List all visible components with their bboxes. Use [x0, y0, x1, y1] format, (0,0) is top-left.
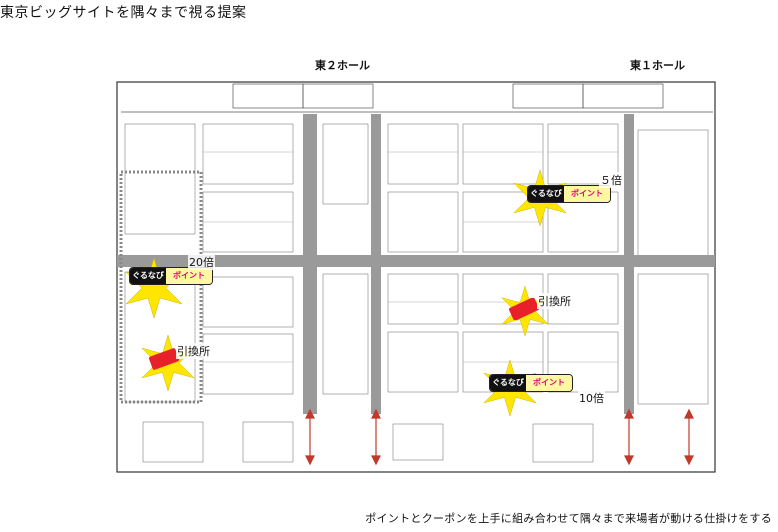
hall-label-east1: 東１ホール — [628, 57, 687, 73]
exchange-label-left: 引換所 — [176, 343, 211, 359]
booth-lines — [203, 151, 618, 363]
badge-brand: ぐるなび — [490, 375, 526, 391]
exchange-label-right: 引換所 — [537, 293, 572, 309]
badge-point: ポイント — [166, 268, 212, 284]
rank-label-5x: ５倍 — [599, 172, 623, 188]
badge-point: ポイント — [564, 186, 610, 202]
caption: ポイントとクーポンを上手に組み合わせて隅々まで来場者が動ける仕掛けをする — [365, 512, 772, 525]
hall-label-east2: 東２ホール — [313, 57, 372, 73]
page-title: 東京ビッグサイトを隅々まで視る提案 — [0, 5, 247, 21]
aisles — [117, 114, 715, 414]
badge-brand: ぐるなび — [528, 186, 564, 202]
hall-outline — [116, 81, 716, 473]
coupon-icon — [149, 348, 179, 370]
rank-label-20x: 20倍 — [188, 254, 215, 270]
badge-brand: ぐるなび — [130, 268, 166, 284]
point-badge: ぐるなび ポイント — [490, 375, 572, 391]
booth-grid — [124, 123, 709, 463]
badge-point: ポイント — [526, 375, 572, 391]
entrance-arrows — [305, 408, 694, 466]
floor-map — [116, 81, 716, 473]
rank-label-10x: 10倍 — [578, 390, 605, 406]
burst-20x — [125, 258, 183, 318]
top-service-area — [121, 83, 713, 113]
point-badge: ぐるなび ポイント — [528, 186, 610, 202]
coupon-icon — [509, 298, 539, 320]
west-dotted-area — [119, 170, 203, 404]
point-badge: ぐるなび ポイント — [130, 268, 212, 284]
